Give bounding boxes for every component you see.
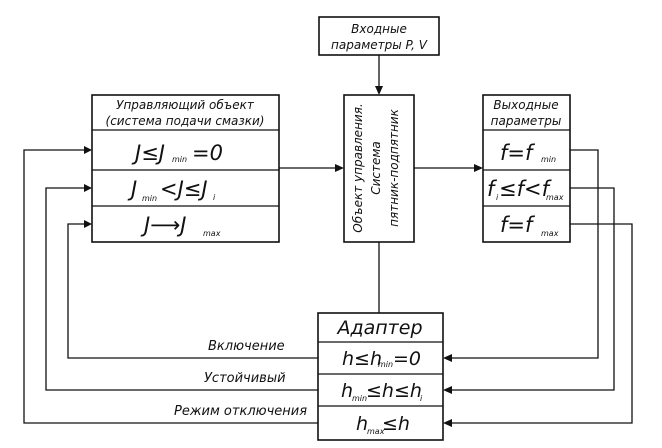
arrow-output-row3-to-adapter-row3 bbox=[443, 223, 633, 427]
output-row-2-tail-sub: max bbox=[546, 193, 564, 202]
control-row-3-sub: max bbox=[203, 229, 221, 238]
output-box-title1: Выходные bbox=[493, 98, 558, 112]
label-stable: Устойчивый bbox=[204, 371, 286, 386]
adapter-row-1-tail: =0 bbox=[393, 348, 421, 370]
label-on: Включение bbox=[208, 339, 285, 354]
adapter-row-1-main: h≤h bbox=[342, 348, 382, 370]
output-row-3-sub: max bbox=[541, 229, 559, 238]
control-row-2-main: J bbox=[127, 177, 137, 201]
control-row-2-sub: min bbox=[142, 194, 157, 203]
arrow-output-row1-to-adapter-row1 bbox=[443, 149, 599, 362]
plant-box-line2: Система bbox=[369, 141, 383, 195]
arrow-control-to-plant bbox=[279, 164, 344, 172]
output-row-2-sub: i bbox=[496, 193, 499, 202]
arrow-plant-to-output bbox=[414, 164, 483, 172]
output-box-title2: параметры bbox=[491, 114, 562, 128]
input-box-line1: Входные bbox=[351, 22, 407, 36]
output-row-3-main: f=f bbox=[500, 213, 536, 237]
output-row-1-sub: min bbox=[541, 155, 556, 164]
control-row-2-tail-sub: i bbox=[213, 193, 216, 202]
adapter-row-2-main: h bbox=[341, 380, 353, 402]
control-box-title1: Управляющий объект bbox=[116, 98, 255, 112]
output-parameters-box: Выходные параметры f=f min f i ≤f<f max … bbox=[482, 94, 571, 243]
adapter-row-3-tail: ≤h bbox=[382, 413, 410, 435]
control-row-1-tail: =0 bbox=[192, 141, 223, 165]
adapter-row-2-tail-sub: i bbox=[420, 394, 423, 403]
input-parameters-box: Входные параметры P, V bbox=[318, 16, 440, 56]
control-row-3-main: J⟶J bbox=[140, 213, 187, 237]
adapter-row-2-tail: ≤h≤h bbox=[366, 380, 422, 402]
adapter-row-3-main: h bbox=[356, 413, 368, 435]
adapter-row-3-sub: max bbox=[367, 427, 385, 436]
arrow-adapter-row1-to-control-row3 bbox=[67, 220, 318, 359]
input-box-line2: параметры P, V bbox=[331, 38, 428, 52]
label-off: Режим отключения bbox=[174, 404, 307, 419]
control-row-2-tail: <J≤J bbox=[160, 177, 208, 201]
arrow-adapter-row3-to-control-row1 bbox=[23, 146, 318, 424]
control-row-1-sub: min bbox=[172, 155, 187, 164]
output-row-2-main: f bbox=[487, 177, 498, 201]
adapter-row-1-sub: min bbox=[378, 360, 393, 369]
plant-box-line1: Объект управления. bbox=[351, 103, 365, 232]
output-row-1-main: f=f bbox=[500, 141, 536, 165]
adapter-title: Адаптер bbox=[335, 317, 422, 339]
arrow-output-row2-to-adapter-row2 bbox=[443, 187, 615, 394]
control-object-box: Управляющий объект (система подачи смазк… bbox=[91, 94, 280, 243]
adapter-row-2-sub: min bbox=[352, 394, 367, 403]
plant-box-line3: пятник-подпятник bbox=[387, 108, 401, 226]
arrow-input-to-plant bbox=[375, 55, 383, 95]
adapter-box: Адаптер h≤h min =0 h min ≤h≤h i h max ≤h bbox=[317, 312, 444, 441]
control-box-title2: (система подачи смазки) bbox=[106, 114, 265, 128]
arrow-adapter-row2-to-control-row2 bbox=[45, 184, 318, 391]
control-row-1-main: J≤J bbox=[131, 141, 165, 165]
output-row-2-tail: ≤f<f bbox=[499, 177, 553, 201]
plant-box: Объект управления. Система пятник-подпят… bbox=[343, 94, 415, 243]
